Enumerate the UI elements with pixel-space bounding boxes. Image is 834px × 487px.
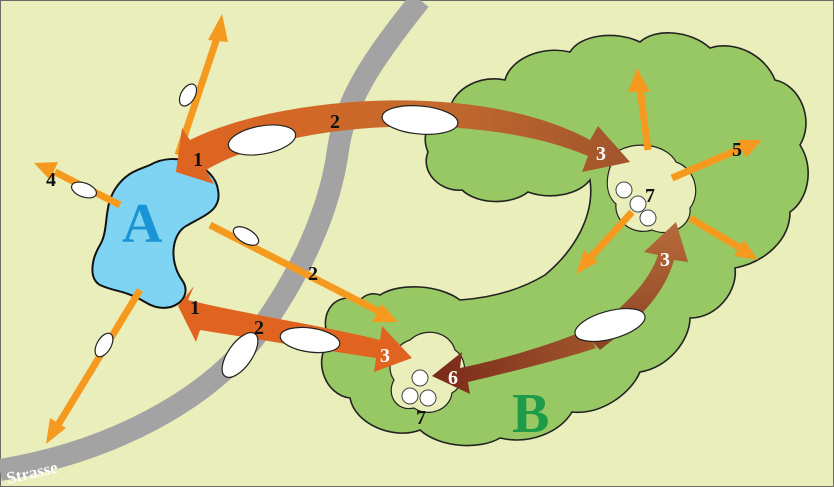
forest-label: B: [512, 383, 549, 445]
toad-icon: [70, 83, 646, 378]
label-1-bottom: 1: [190, 297, 200, 319]
label-6-bottom: 6: [448, 367, 458, 389]
migration-arrow-top: [176, 100, 630, 184]
pond-label: A: [122, 193, 163, 255]
egg-cluster-icon: [401, 369, 437, 407]
label-1-top: 1: [193, 149, 203, 171]
label-2-diagonal: 2: [308, 263, 318, 285]
label-3-right: 3: [660, 249, 670, 271]
label-2-bottom: 2: [254, 317, 264, 339]
migration-arrow-return: [432, 330, 596, 394]
egg-cluster-icon: [615, 181, 657, 227]
label-5-right: 5: [732, 139, 742, 161]
pond-a: [91, 158, 220, 309]
label-2-top: 2: [330, 111, 340, 133]
label-7-top: 7: [645, 185, 655, 207]
label-3-bottom: 3: [380, 345, 390, 367]
road: [0, 0, 429, 481]
label-3-top-right: 3: [596, 143, 606, 165]
label-7-bottom: 7: [416, 407, 426, 429]
label-4-left: 4: [46, 169, 56, 191]
